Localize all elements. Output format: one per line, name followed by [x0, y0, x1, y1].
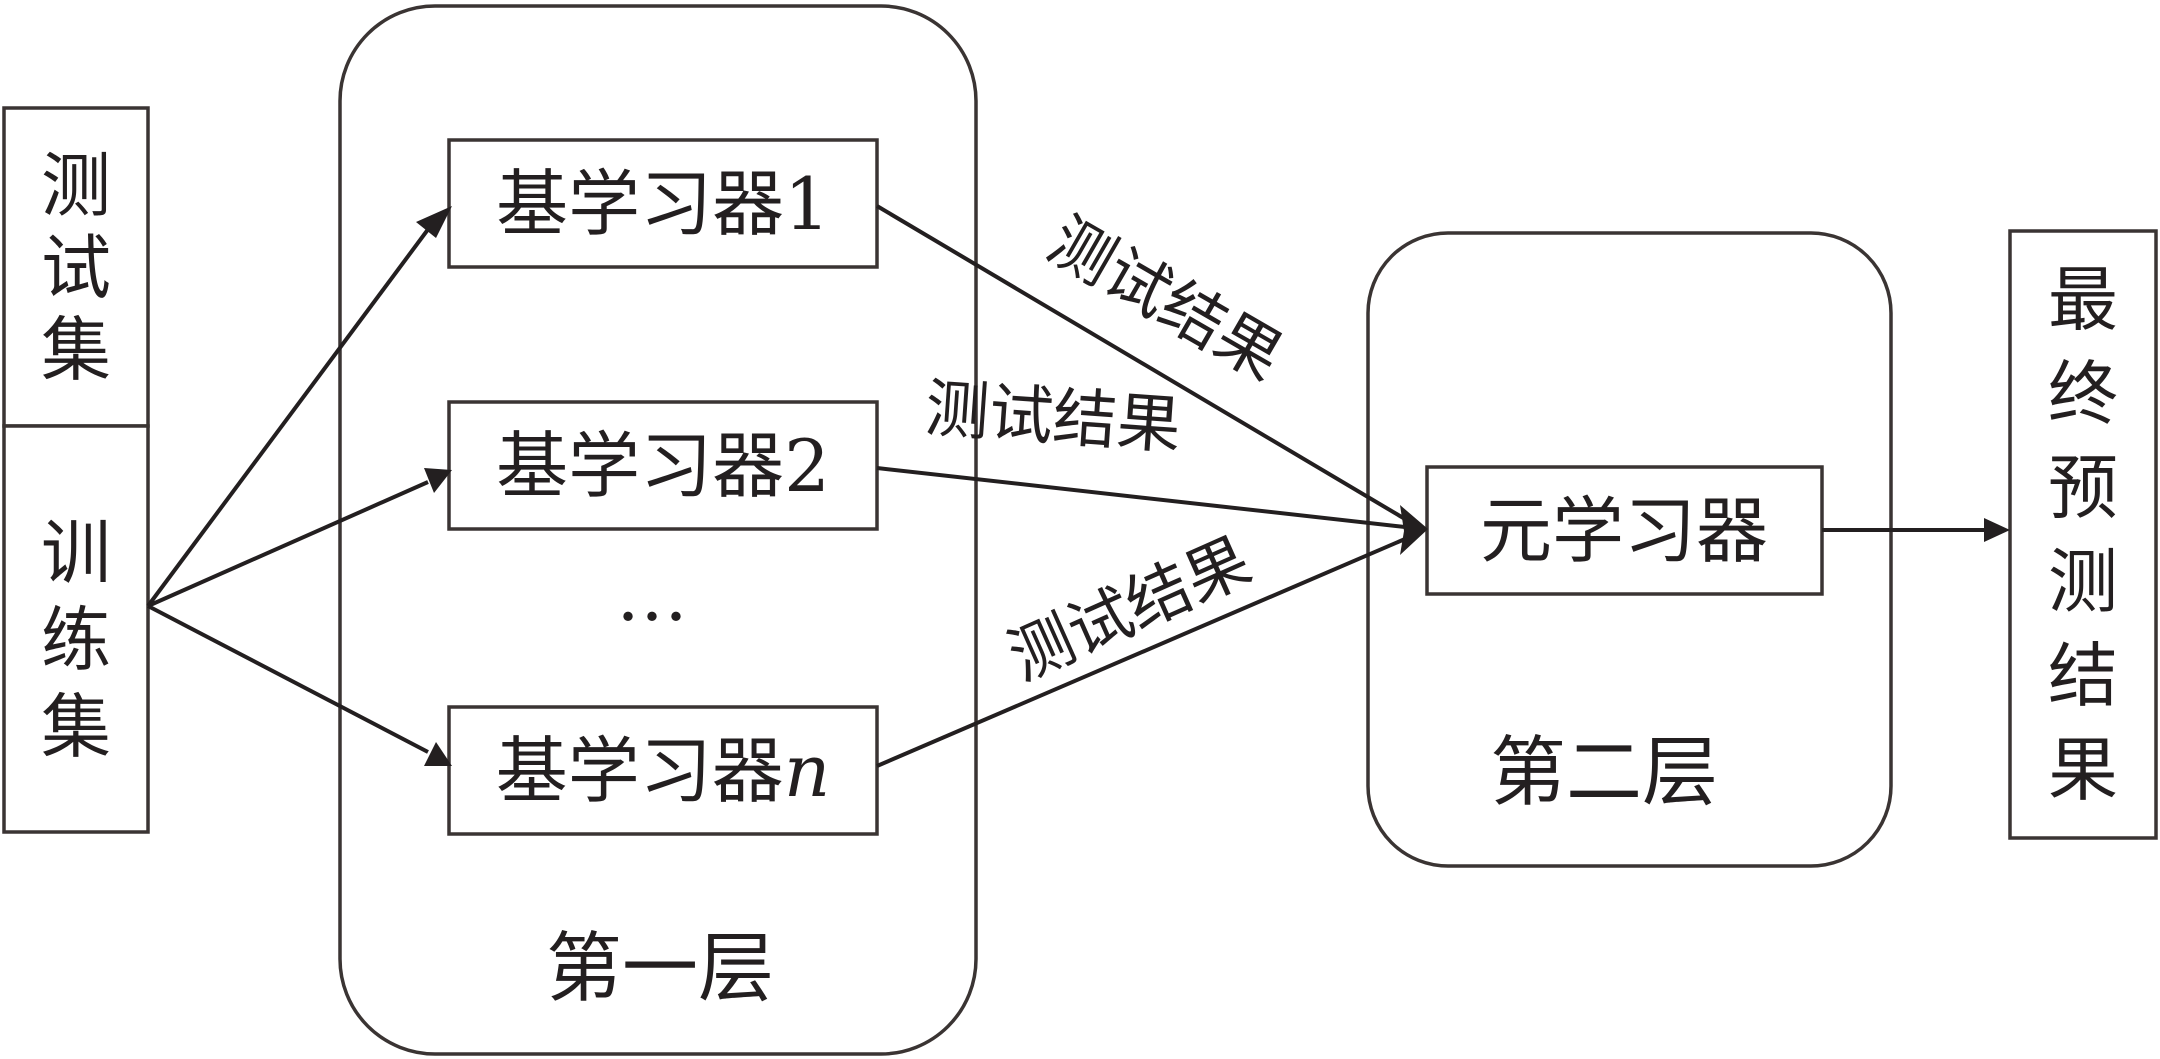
base-learner-n-box [447, 705, 879, 836]
test-result-label-2: 测试结果 [923, 372, 1184, 464]
arrow-base-1-to-meta [875, 204, 1407, 521]
arrow-base-n-to-meta [876, 537, 1406, 768]
test-set-label-char: 试 [41, 227, 111, 309]
second-layer-container [1366, 231, 1893, 868]
train-set-label-char: 集 [41, 686, 111, 768]
arrow-train-to-base-2-head [424, 468, 452, 493]
train-set-box [2, 424, 150, 834]
base-learner-1-prefix: 基学习器 [496, 162, 784, 246]
test-result-label-1: 测试结果 [1036, 204, 1295, 396]
train-set-label-char: 练 [41, 599, 111, 681]
base-learner-1-suffix: 1 [784, 162, 830, 246]
meta-learner-box [1425, 465, 1824, 596]
first-layer-container [338, 4, 978, 1056]
base-learner-1-box [447, 138, 879, 269]
test-set-box [2, 106, 150, 428]
arrow-train-to-base-n [147, 604, 429, 754]
arrow-train-to-base-2 [147, 480, 429, 608]
base-learner-2-label: 基学习器2 [496, 424, 830, 508]
final-result-label-char: 终 [2048, 353, 2118, 435]
arrow-train-to-base-1-head [416, 206, 452, 238]
base-learner-1-label: 基学习器1 [496, 162, 830, 246]
second-layer-label: 第二层 [1490, 728, 1718, 817]
arrow-train-to-base-1 [146, 222, 434, 608]
final-result-label-char: 最 [2048, 259, 2118, 341]
base-learner-n-label: 基学习器n [496, 729, 830, 813]
test-set-label-char: 测 [41, 145, 111, 227]
final-result-box [2008, 229, 2158, 840]
arrow-base-2-to-meta [876, 466, 1406, 529]
base-learner-n-prefix: 基学习器 [496, 729, 784, 813]
test-result-label-3: 测试结果 [998, 524, 1262, 696]
final-result-label-char: 测 [2048, 541, 2118, 623]
base-learner-2-prefix: 基学习器 [496, 424, 784, 508]
test-set-label: 测试集 [41, 145, 111, 391]
train-set-label-char: 训 [41, 512, 111, 594]
arrow-train-to-base-n-head [424, 742, 452, 766]
final-result-label-char: 果 [2048, 729, 2118, 811]
final-result-label-char: 结 [2048, 635, 2118, 717]
base-learner-2-box [447, 400, 879, 531]
arrow-meta-to-final-head [1984, 518, 2010, 542]
final-result-label-char: 预 [2048, 447, 2118, 529]
base-learner-2-suffix: 2 [784, 424, 830, 508]
first-layer-label: 第一层 [546, 924, 774, 1013]
meta-learner-label: 元学习器 [1480, 489, 1768, 573]
arrow-into-meta-head [1400, 505, 1428, 555]
base-learner-n-suffix: n [784, 729, 830, 813]
train-set-label: 训练集 [41, 512, 111, 768]
test-set-label-char: 集 [41, 309, 111, 391]
ellipsis: … [616, 553, 688, 637]
